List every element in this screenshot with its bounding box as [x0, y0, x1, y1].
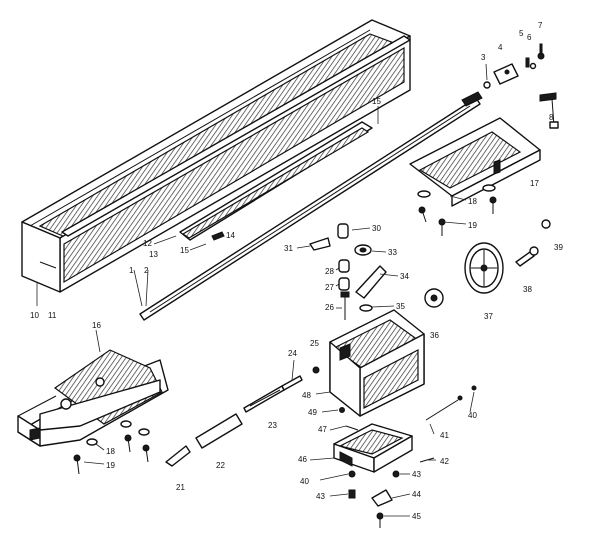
callout-15-upper: 15 — [372, 97, 381, 106]
callout-25: 25 — [310, 339, 319, 348]
callout-14: 14 — [226, 231, 235, 240]
callout-40-right: 40 — [468, 411, 477, 420]
callout-26: 26 — [325, 303, 334, 312]
callout-5: 5 — [519, 29, 524, 38]
callout-4: 4 — [498, 43, 503, 52]
callout-45: 45 — [412, 512, 421, 521]
lathe-bed — [21, 19, 411, 293]
tailstock-plate — [409, 117, 541, 207]
callout-28: 28 — [325, 267, 334, 276]
tailstock-parts — [165, 366, 320, 467]
callout-37: 37 — [484, 312, 493, 321]
callout-19-lower: 19 — [106, 461, 115, 470]
callout-1: 1 — [129, 266, 134, 275]
callout-6: 6 — [527, 33, 532, 42]
leader-lines — [36, 63, 488, 517]
callout-2: 2 — [144, 266, 149, 275]
small-parts-top-right — [483, 43, 559, 129]
lead-screw — [139, 91, 483, 321]
callout-34: 34 — [400, 272, 409, 281]
callout-13: 13 — [149, 250, 158, 259]
callout-39: 39 — [554, 243, 563, 252]
callout-44: 44 — [412, 490, 421, 499]
callout-47: 47 — [318, 425, 327, 434]
callout-3: 3 — [481, 53, 486, 62]
callout-7: 7 — [538, 21, 543, 30]
callout-36: 36 — [430, 331, 439, 340]
callout-38: 38 — [523, 285, 532, 294]
callout-labels: 1 2 3 4 5 6 7 8 10 11 12 13 14 15 15 16 … — [30, 21, 563, 521]
callout-12: 12 — [143, 239, 152, 248]
callout-8: 8 — [549, 113, 554, 122]
callout-30: 30 — [372, 224, 381, 233]
callout-23: 23 — [268, 421, 277, 430]
callout-19-upper: 19 — [468, 221, 477, 230]
callout-22: 22 — [216, 461, 225, 470]
callout-43-left: 43 — [316, 492, 325, 501]
callout-42: 42 — [440, 457, 449, 466]
callout-48: 48 — [302, 391, 311, 400]
callout-46: 46 — [298, 455, 307, 464]
callout-27: 27 — [325, 283, 334, 292]
callout-21: 21 — [176, 483, 185, 492]
bolts-18-19-upper — [417, 184, 497, 236]
callout-16: 16 — [92, 321, 101, 330]
rack-bar — [179, 121, 373, 241]
bolts-18-19-lower — [73, 420, 150, 475]
callout-17: 17 — [530, 179, 539, 188]
callout-18-upper: 18 — [468, 197, 477, 206]
callout-11: 11 — [48, 311, 57, 320]
callout-33: 33 — [388, 248, 397, 257]
callout-31: 31 — [284, 244, 293, 253]
small-parts-column — [309, 223, 387, 320]
callout-10: 10 — [30, 311, 39, 320]
apron — [329, 309, 425, 417]
cross-slide — [333, 385, 477, 528]
callout-43-right: 43 — [412, 470, 421, 479]
callout-40-left: 40 — [300, 477, 309, 486]
screw-14 — [211, 231, 225, 241]
callout-15-lower: 15 — [180, 246, 189, 255]
callout-49: 49 — [308, 408, 317, 417]
callout-24: 24 — [288, 349, 297, 358]
callout-41: 41 — [440, 431, 449, 440]
carriage — [17, 349, 169, 447]
callout-35: 35 — [396, 302, 405, 311]
handwheel-assembly — [424, 219, 551, 308]
callout-18-lower: 18 — [106, 447, 115, 456]
